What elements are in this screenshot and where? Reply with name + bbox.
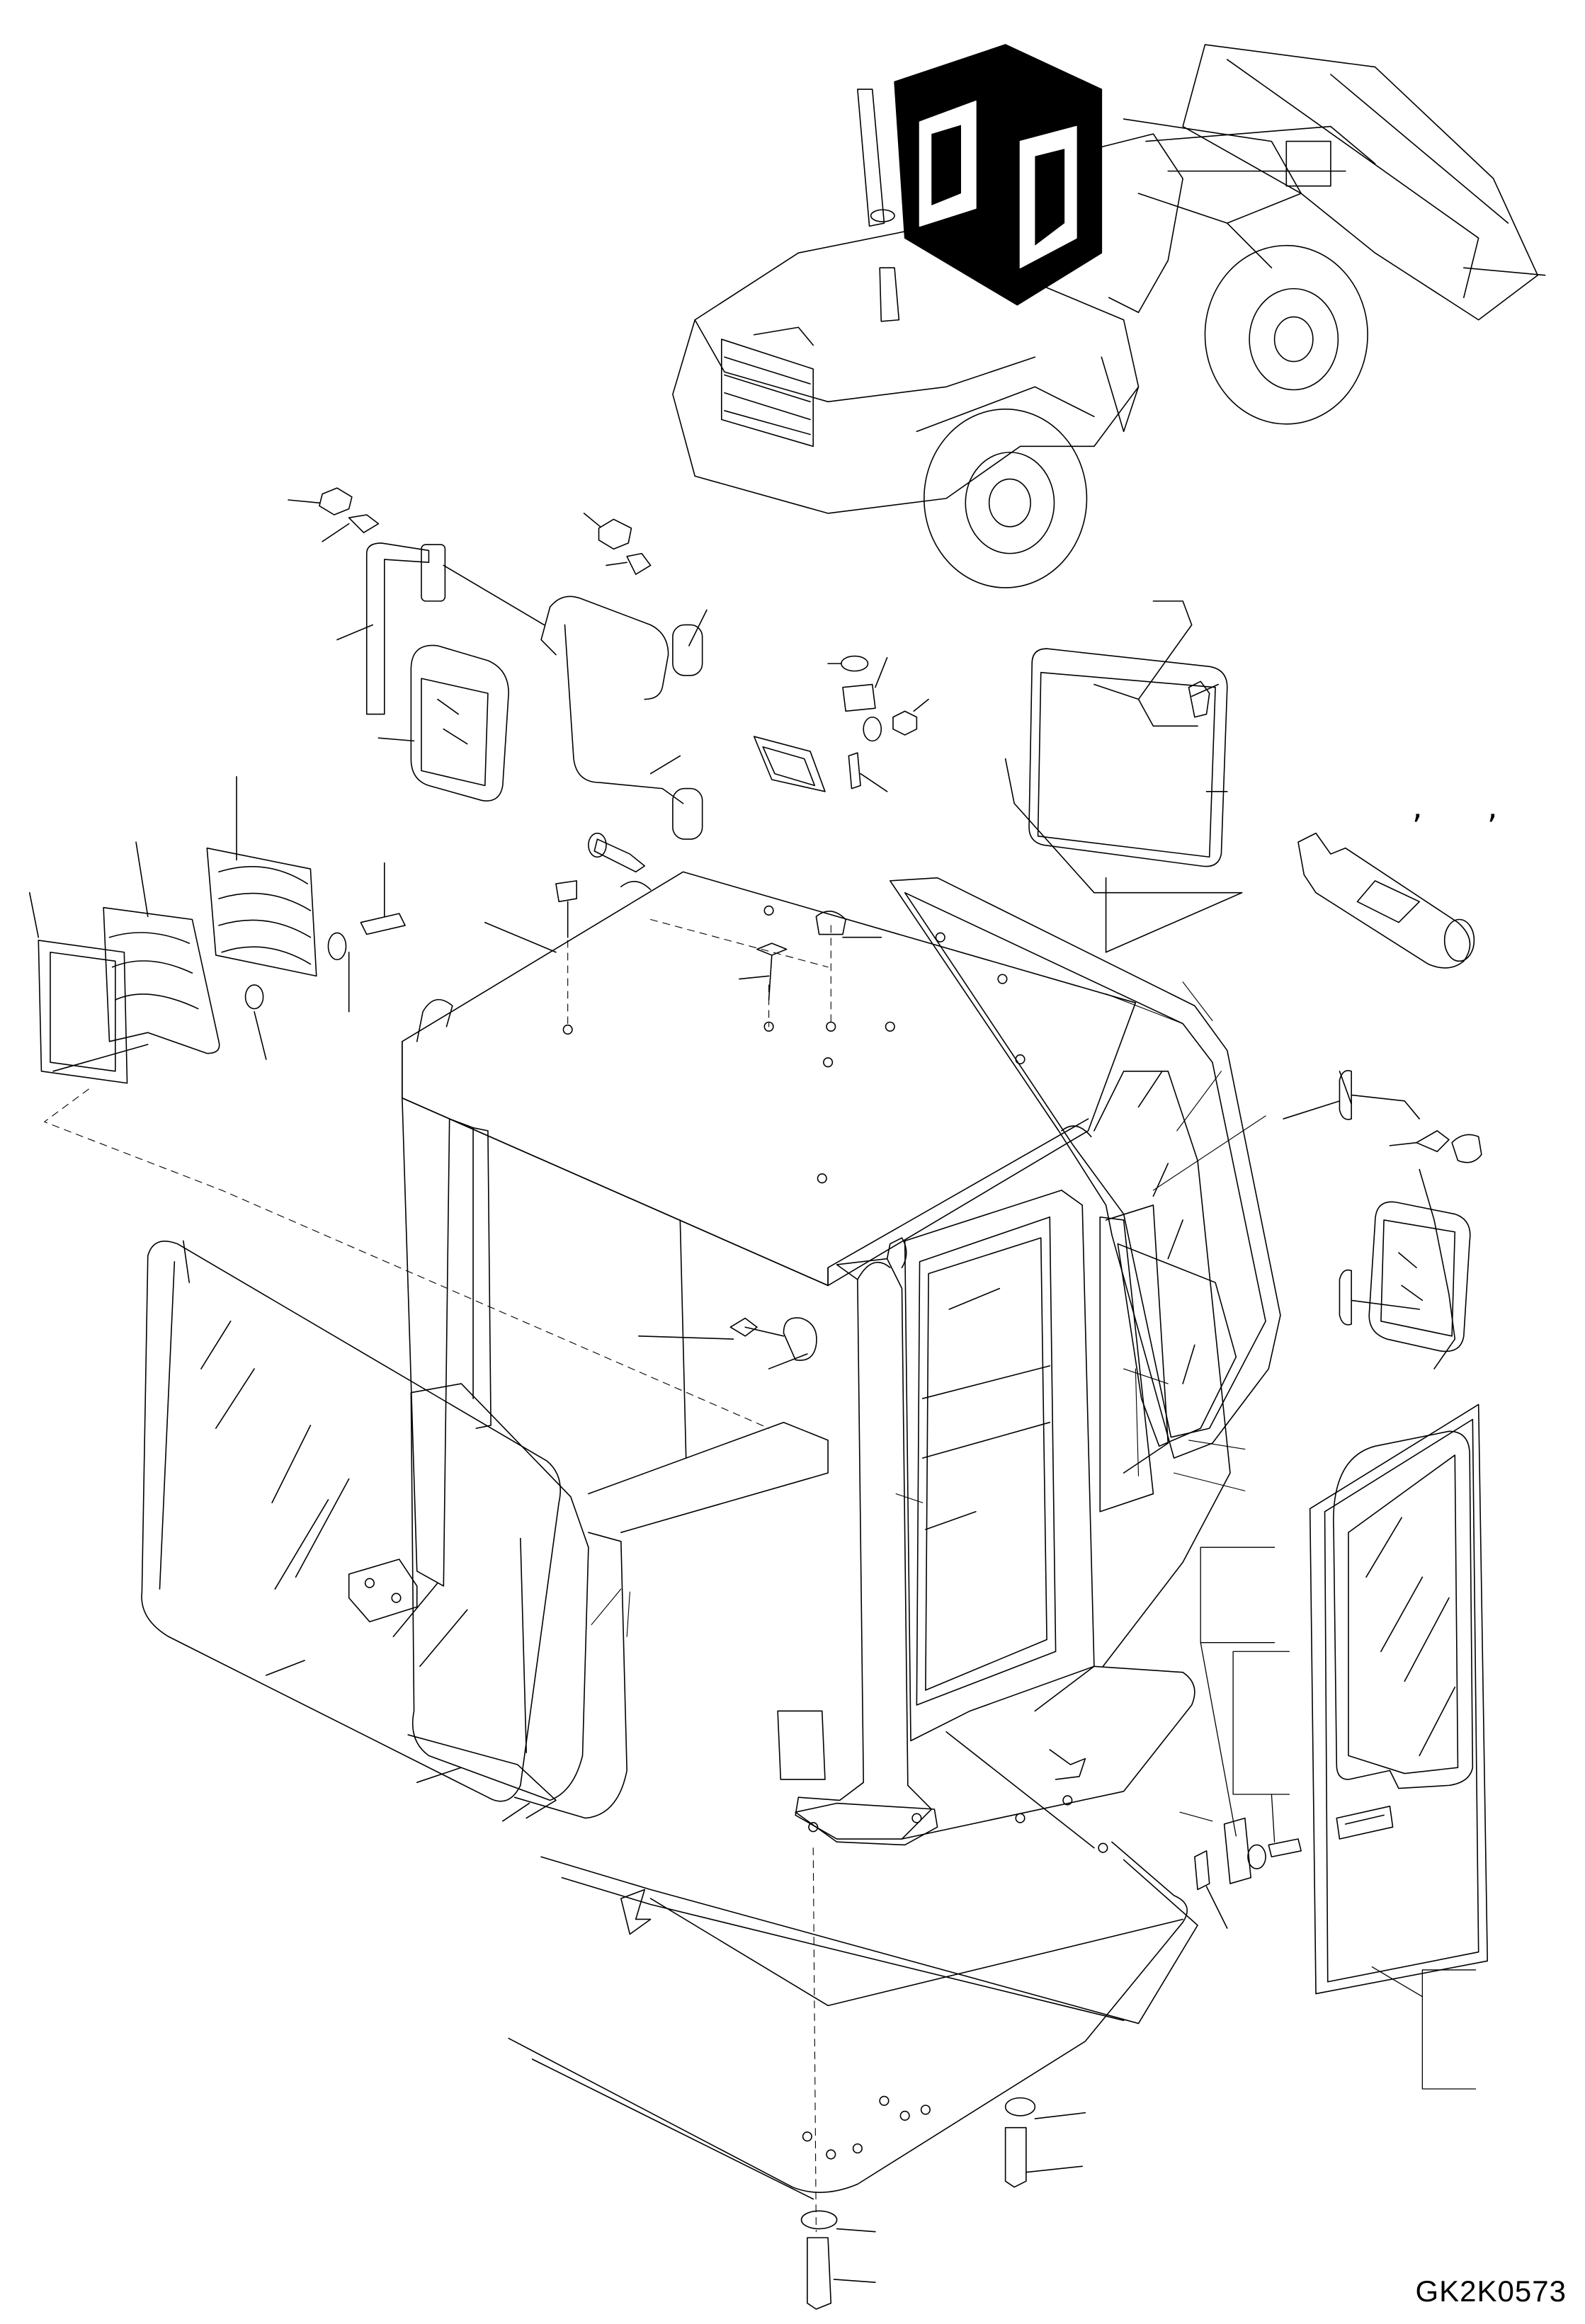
operator-cab-icon	[894, 45, 1101, 305]
door-mirror-assembly	[1283, 1071, 1482, 1369]
cab-frame	[349, 833, 1280, 1852]
side-glass-panel	[408, 1384, 627, 1821]
front-windshield-glass	[142, 1241, 560, 1801]
cab-mount-plate	[509, 1842, 1187, 2199]
rear-louver-assembly	[30, 777, 405, 1083]
door-hinge-parts	[1195, 1818, 1301, 1928]
note-mark-1: ,	[1412, 787, 1423, 826]
leader-lines	[591, 982, 1266, 1821]
floor-mat	[541, 1857, 1198, 2023]
dashed-leaders	[45, 920, 831, 2232]
mirror-stay-center	[443, 513, 707, 839]
large-mirror-assembly	[1006, 601, 1242, 952]
drawing-code: GK2K0573	[1415, 2274, 1567, 2308]
cab-door	[1310, 1404, 1488, 1993]
mirror-assembly-left	[288, 488, 509, 801]
mount-bolts	[802, 2098, 1086, 2309]
wheel-loader-icon	[673, 45, 1545, 588]
small-mirror-assembly	[754, 656, 928, 792]
note-mark-2: ,	[1487, 787, 1498, 826]
callout-brackets	[1200, 1547, 1475, 2089]
adhesive-bottle-icon	[1298, 833, 1474, 968]
